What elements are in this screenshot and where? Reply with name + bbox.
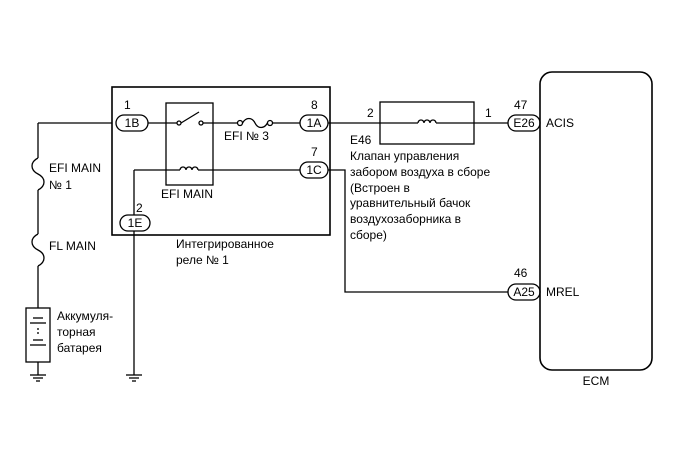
ground-icon — [30, 362, 46, 382]
valve-desc-6: сборе) — [350, 228, 387, 242]
valve-desc-2: забором воздуха в сборе — [350, 165, 490, 179]
connector-e26-code: E26 — [513, 116, 535, 130]
relay-label-line1: Интегрированное — [176, 237, 274, 251]
connector-1c-code: 1C — [306, 163, 322, 177]
connector-1a-code: 1A — [307, 116, 322, 130]
connector-1b-code: 1B — [125, 116, 140, 130]
connector-a25-code: A25 — [513, 285, 535, 299]
ecm-box — [539, 71, 653, 371]
fuse-efi-main-1-line2: № 1 — [49, 178, 72, 192]
battery-symbol — [25, 307, 51, 363]
connector-1b-pin: 1 — [124, 98, 131, 112]
valve-desc-1: Клапан управления — [350, 149, 459, 163]
fuse-efi-3-right — [266, 119, 274, 127]
fuse-fl-main-symbol — [31, 233, 45, 267]
integrated-relay-box — [111, 86, 331, 236]
ecm-acis-pin: 47 — [514, 98, 528, 112]
valve-desc-3: (Встроен в — [350, 181, 410, 195]
valve-desc-5: воздухозаборника в — [350, 212, 461, 226]
fuse-efi-main-1-line1: EFI MAIN — [49, 161, 101, 175]
switch-contact-left — [176, 120, 182, 126]
valve-id: E46 — [350, 133, 372, 147]
ecm-label: ECM — [583, 374, 610, 388]
valve-pin-right: 1 — [485, 106, 492, 120]
fuse-efi-main-1-symbol — [31, 157, 45, 191]
fuse-efi-3-symbol — [241, 117, 269, 129]
valve-desc-4: уравнительный бачок — [350, 196, 471, 210]
connector-1e-pin: 2 — [136, 201, 143, 215]
connector-1e-code: 1E — [128, 216, 143, 230]
switch-contact-right — [198, 120, 204, 126]
battery-label-line2: торная — [57, 325, 96, 339]
fuse-fl-main-label: FL MAIN — [49, 239, 96, 253]
battery-label-line3: батарея — [57, 341, 102, 355]
fuse-efi-3-label: EFI № 3 — [224, 129, 269, 143]
valve-coil-icon — [417, 119, 437, 124]
ground-icon — [126, 374, 142, 382]
ecm-mrel-pin: 46 — [514, 266, 528, 280]
connector-1a-pin: 8 — [311, 98, 318, 112]
ecm-mrel-signal: MREL — [546, 285, 580, 299]
switch-blade — [180, 111, 200, 124]
wire-1c-to-mrel — [328, 169, 508, 293]
relay-coil-label: EFI MAIN — [161, 187, 213, 201]
ecm-acis-signal: ACIS — [546, 116, 574, 130]
relay-label-line2: реле № 1 — [176, 253, 229, 267]
connector-1e — [119, 214, 151, 232]
relay-coil-icon — [179, 166, 199, 171]
connector-e26 — [507, 114, 541, 132]
valve-pin-left: 2 — [367, 106, 374, 120]
fuse-efi-3-left — [236, 119, 244, 127]
relay-switch-box — [165, 102, 214, 186]
connector-1c-pin: 7 — [311, 145, 318, 159]
battery-label-line1: Аккумуля- — [57, 309, 113, 323]
connector-a25 — [507, 283, 541, 301]
